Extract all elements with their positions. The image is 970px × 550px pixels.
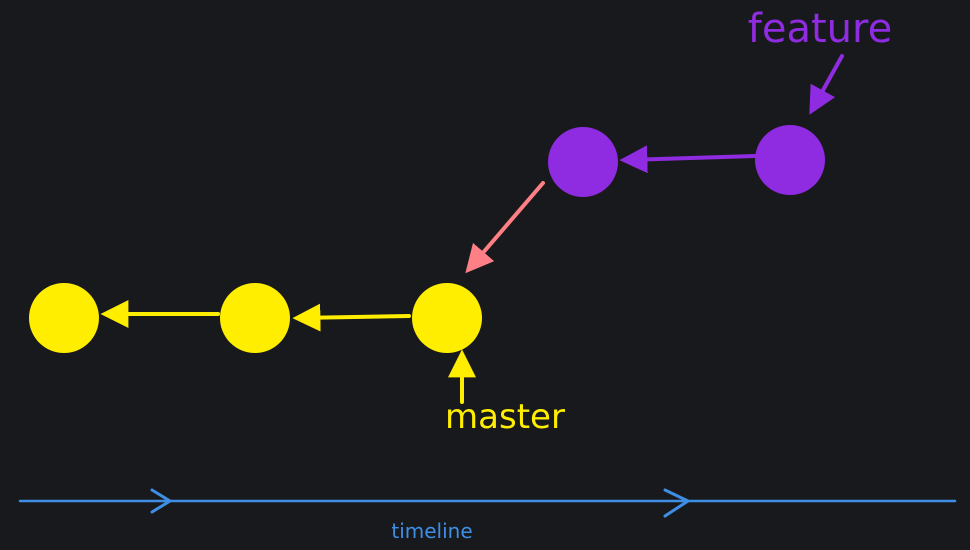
feature-pointer-arrow xyxy=(809,54,844,115)
feature-commit-1 xyxy=(548,127,618,197)
master-commit-3 xyxy=(412,283,482,353)
feature-branch-label: feature xyxy=(748,6,892,52)
master-commit-1 xyxy=(29,283,99,353)
timeline-label: timeline xyxy=(391,519,472,543)
feature-commit-2 xyxy=(755,125,825,195)
feature-history-arrow xyxy=(619,145,757,174)
master-history-arrow-2 xyxy=(292,303,411,332)
master-branch-label: master xyxy=(445,397,565,437)
timeline-chevron-icon xyxy=(150,488,172,514)
master-commit-2 xyxy=(220,283,290,353)
timeline-chevron-icon-2 xyxy=(663,488,690,518)
merge-base-arrow xyxy=(465,181,545,274)
